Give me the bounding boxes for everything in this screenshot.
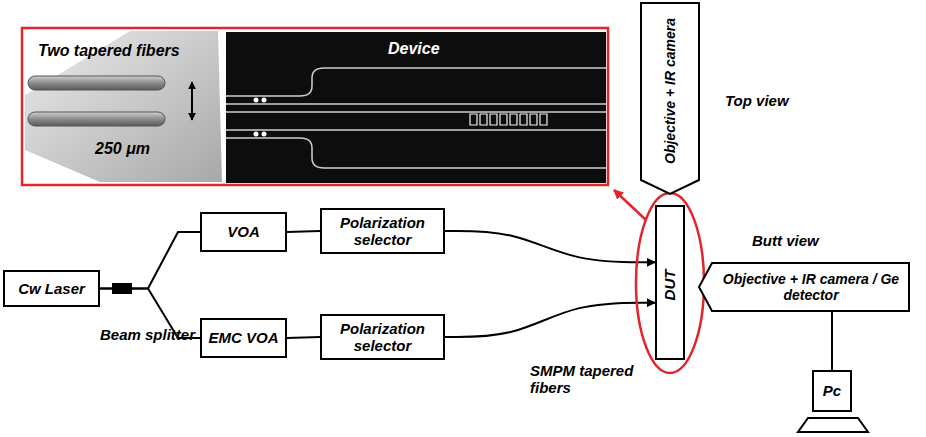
camera-box: Objective + IR camera	[640, 2, 700, 195]
laser-box: Cw Laser	[3, 270, 100, 307]
scale-label: 250 μm	[95, 140, 150, 158]
tapered-fiber	[28, 112, 165, 126]
photo-label: Two tapered fibers	[38, 42, 180, 60]
polarizer-box: Polarization selector	[320, 208, 445, 254]
node-text: VOA	[227, 223, 260, 240]
spacing-arrow	[191, 82, 193, 120]
node-text: EMC VOA	[208, 329, 278, 346]
node-text: Polarization selector	[326, 320, 439, 355]
part-name: Beam splitter	[100, 326, 195, 343]
grating	[470, 114, 547, 125]
polarizer-box: Polarization selector	[320, 314, 445, 360]
box-outline	[641, 3, 699, 194]
photo-label: Device	[388, 40, 440, 58]
coupler-spots	[254, 98, 267, 137]
tapered-fiber	[28, 76, 165, 90]
box-outline	[699, 263, 909, 311]
node-text: DUT	[661, 269, 678, 300]
camera-box: Objective + IR camera / Ge detector	[698, 262, 910, 312]
fiber-connector	[100, 232, 200, 289]
view-label: Butt view	[752, 232, 819, 249]
fiber-connector	[445, 231, 655, 262]
node-text: Cw Laser	[18, 280, 85, 297]
fiber-connector	[831, 312, 833, 370]
node-text: Polarization selector	[326, 214, 439, 249]
computer-box: Pc	[812, 370, 852, 412]
inset-frame	[22, 28, 608, 185]
fiber-connector	[445, 303, 655, 337]
fiber-connector	[287, 231, 320, 232]
highlight-ellipse	[636, 193, 704, 373]
attenuator-box: VOA	[200, 212, 287, 252]
fiber-photo	[25, 31, 222, 182]
waveguides	[226, 68, 606, 168]
node-text: Pc	[823, 382, 841, 399]
beam-splitter-symbol	[112, 283, 132, 294]
part-name: SMPM tapered fibers	[530, 362, 642, 397]
device-photo	[226, 32, 606, 183]
node-text: Objective + IR camera / Ge detector	[716, 271, 906, 303]
keyboard-symbol	[798, 418, 868, 432]
fiber-connector	[287, 337, 320, 338]
node-text: Objective + IR camera	[662, 18, 678, 164]
attenuator-box: EMC VOA	[200, 318, 287, 358]
zoom-arrow	[614, 190, 646, 220]
view-label: Top view	[725, 92, 789, 109]
device-box: DUT	[655, 205, 685, 360]
